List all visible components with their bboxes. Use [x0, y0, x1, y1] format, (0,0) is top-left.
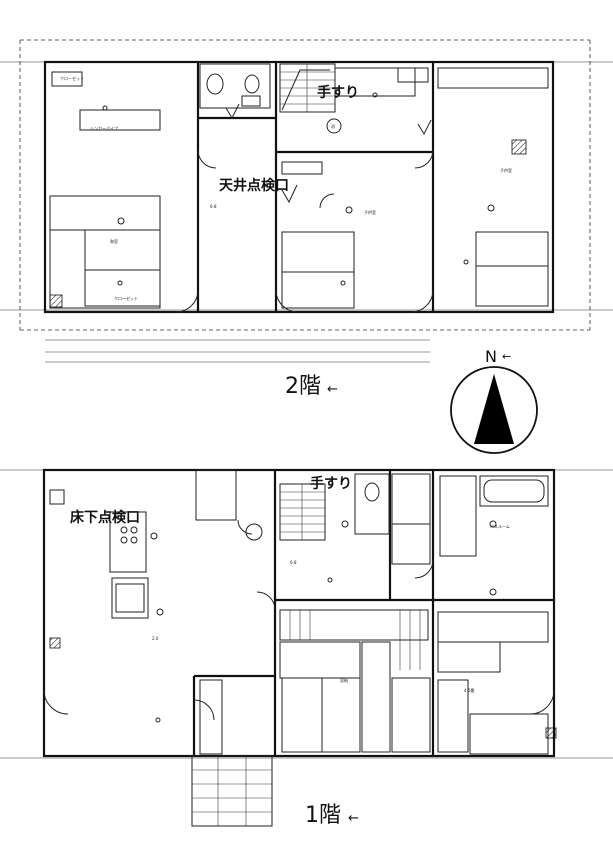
floor-label-1f-text: 1階	[305, 803, 341, 828]
check-mark-icon	[225, 103, 240, 120]
check-mark-icon	[417, 119, 432, 136]
svg-text:子供室: 子供室	[364, 209, 376, 215]
floor-label-1f-arrow: ←	[348, 811, 359, 826]
first-floor-plan: バスルーム 4.5畳 2.0 収納 6-8	[0, 468, 613, 827]
svg-text:6-8: 6-8	[290, 560, 297, 565]
underfloor-hatch-note: 床下点検口	[70, 509, 140, 526]
svg-text:2.0: 2.0	[152, 636, 159, 641]
second-floor-plan: 消 ハンガーパイプ 和室 クローゼット 子供室 子供室	[0, 39, 613, 363]
handrail-note-2f: 手すり	[317, 84, 359, 101]
north-compass: N ←	[450, 347, 538, 454]
svg-text:消: 消	[331, 123, 335, 129]
floor-label-2f-text: 2階	[285, 374, 321, 399]
compass-north-label: N	[485, 347, 497, 366]
svg-text:4.5畳: 4.5畳	[464, 687, 474, 693]
svg-text:ハンガーパイプ: ハンガーパイプ	[90, 125, 118, 131]
svg-text:バスルーム: バスルーム	[490, 524, 510, 529]
svg-text:子供室: 子供室	[500, 167, 512, 173]
ceiling-hatch-note: 天井点検口	[219, 177, 289, 194]
svg-text:クローゼット: クローゼット	[60, 75, 84, 81]
north-arrow-icon	[474, 374, 514, 444]
svg-text:和室: 和室	[110, 238, 118, 244]
svg-text:クローゼット: クローゼット	[114, 295, 138, 301]
svg-text:収納: 収納	[340, 677, 348, 683]
compass-ring	[450, 366, 538, 454]
floor-label-2f: 2階 ←	[285, 374, 338, 399]
floor-label-1f: 1階 ←	[305, 803, 359, 828]
compass-arrow: ←	[502, 350, 511, 363]
handrail-note-1f: 手すり	[310, 475, 352, 492]
check-mark-icon	[281, 184, 298, 204]
svg-text:6-8: 6-8	[210, 204, 217, 209]
floor-label-2f-arrow: ←	[327, 382, 338, 397]
